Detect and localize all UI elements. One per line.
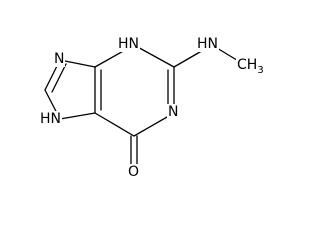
atom-label-n9-h: H: [40, 111, 51, 127]
atom-label-methylamine-n: N: [207, 36, 219, 52]
bond-c5-n7: [59, 59, 96, 68]
atom-label-oxygen: O: [127, 164, 141, 180]
atom-label-methyl-group: CH3: [236, 57, 265, 76]
atom-label-n1: N: [167, 104, 180, 120]
atom-label-n3: N: [128, 36, 140, 52]
atom-label-methylamine-group: HN: [196, 36, 220, 52]
atom-label-methyl-subscript: 3: [257, 64, 264, 76]
structure-diagram: N HN HN CH3 N HN O: [39, 36, 265, 180]
atom-label-methylamine-h: H: [197, 36, 208, 52]
atom-label-n3-h: H: [118, 36, 129, 52]
bond-n7-c8-double-b: [51, 63, 67, 93]
bond-c6-c4: [94, 112, 135, 137]
atom-label-n9: N: [50, 111, 62, 127]
bond-layer: [44, 44, 241, 169]
atom-label-n7: N: [53, 51, 66, 67]
atom-label-n3-group: HN: [117, 36, 141, 52]
atom-label-methyl-c: CH: [237, 57, 258, 73]
bond-n3-c2: [133, 44, 175, 68]
atom-label-n9-group: HN: [39, 111, 63, 127]
bond-n9-c4: [59, 112, 96, 120]
